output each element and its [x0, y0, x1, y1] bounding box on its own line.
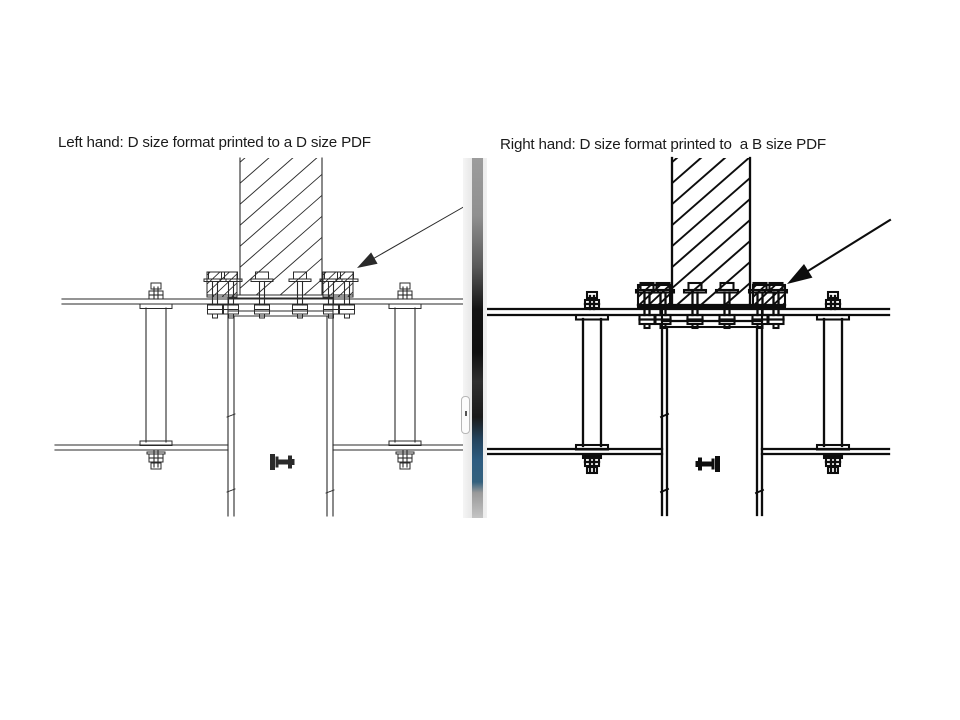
bolt-icon — [583, 290, 601, 311]
bolt-icon — [747, 281, 773, 330]
window-seam-divider — [463, 158, 487, 518]
stiffener-post — [139, 282, 173, 470]
connection-assembly — [203, 271, 359, 319]
bolt-icon — [714, 281, 740, 330]
bolt-icon — [250, 271, 274, 319]
left-drawing-d-size-pdf — [54, 157, 468, 517]
column-web — [659, 325, 765, 517]
scrollbar-grip-icon — [465, 411, 467, 416]
right-caption: Right hand: D size format printed to a B… — [500, 136, 826, 153]
bolt-icon — [634, 281, 660, 330]
bolt-side-view-icon — [695, 456, 720, 472]
hatched-column — [239, 157, 323, 296]
bolt-icon — [319, 271, 343, 319]
bolt-icon — [395, 450, 415, 470]
leader-arrow — [787, 218, 892, 284]
bolt-side-view-icon — [270, 454, 295, 470]
bolt-icon — [581, 453, 603, 475]
seam-shadow — [472, 158, 483, 518]
right-drawing-b-size-pdf — [485, 156, 892, 517]
bolt-icon — [824, 290, 842, 311]
scrollbar-thumb[interactable] — [461, 396, 470, 434]
bolt-icon — [203, 271, 227, 319]
leader-arrow — [357, 204, 468, 268]
bolt-icon — [288, 271, 312, 319]
bolt-icon — [397, 282, 413, 300]
bolt-icon — [650, 281, 676, 330]
column-web — [226, 315, 335, 517]
bolt-icon — [822, 453, 844, 475]
bolt-icon — [335, 271, 359, 319]
stiffener-post — [815, 290, 851, 475]
left-caption: Left hand: D size format printed to a D … — [58, 134, 371, 151]
bolt-icon — [148, 282, 164, 300]
hatched-column — [670, 156, 752, 307]
bolt-icon — [146, 450, 166, 470]
stiffener-post — [574, 290, 610, 475]
bottom-beam — [54, 444, 468, 451]
bolt-icon — [763, 281, 789, 330]
stiffener-post — [388, 282, 422, 470]
